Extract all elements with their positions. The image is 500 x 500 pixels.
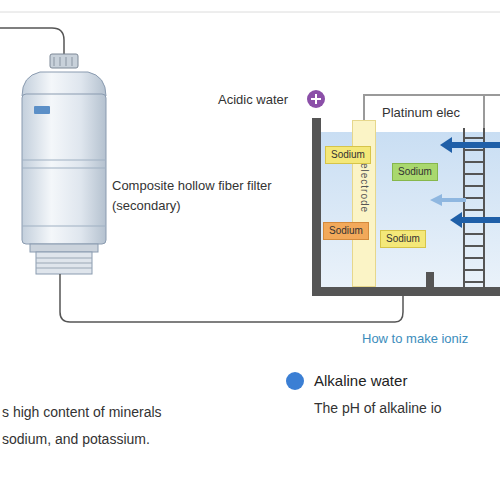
part-label: Composite hollow fiber filter (secondary… xyxy=(112,176,308,216)
ion-box: Sodium xyxy=(392,163,438,181)
ion-box: Sodium xyxy=(323,222,369,240)
top-pipe xyxy=(364,95,500,120)
flow-arrow xyxy=(440,137,500,153)
frame-line xyxy=(0,12,500,13)
flow-arrow xyxy=(450,212,500,228)
inlet-pipe xyxy=(0,28,64,55)
water-label: Acidic water xyxy=(218,92,288,108)
filter-cartridge xyxy=(22,54,106,274)
flow-arrow xyxy=(430,194,466,206)
ion-name: Sodium xyxy=(329,225,363,237)
platinum-electrode xyxy=(464,128,484,287)
legend-entry: Alkaline water xyxy=(286,371,407,391)
note-text: s high content of minerals sodium, and p… xyxy=(2,399,202,453)
part-label: Platinum elec xyxy=(380,105,462,121)
note-text: The pH of alkaline io xyxy=(314,399,442,417)
section-title: How to make ioniz xyxy=(362,331,468,347)
legend-swatch xyxy=(286,372,304,390)
electrode-lead xyxy=(483,95,485,128)
legend-text: Alkaline water xyxy=(314,371,407,391)
ion-name: Sodium xyxy=(386,233,420,245)
ion-name: Sodium xyxy=(331,149,365,161)
electrolysis-tank xyxy=(312,118,500,296)
ion-box: Sodium xyxy=(380,230,426,248)
vertical-label: electrode xyxy=(358,163,370,213)
ion-box: Sodium xyxy=(325,146,371,164)
acid-plus-icon xyxy=(307,90,325,108)
ion-name: Sodium xyxy=(398,166,432,178)
